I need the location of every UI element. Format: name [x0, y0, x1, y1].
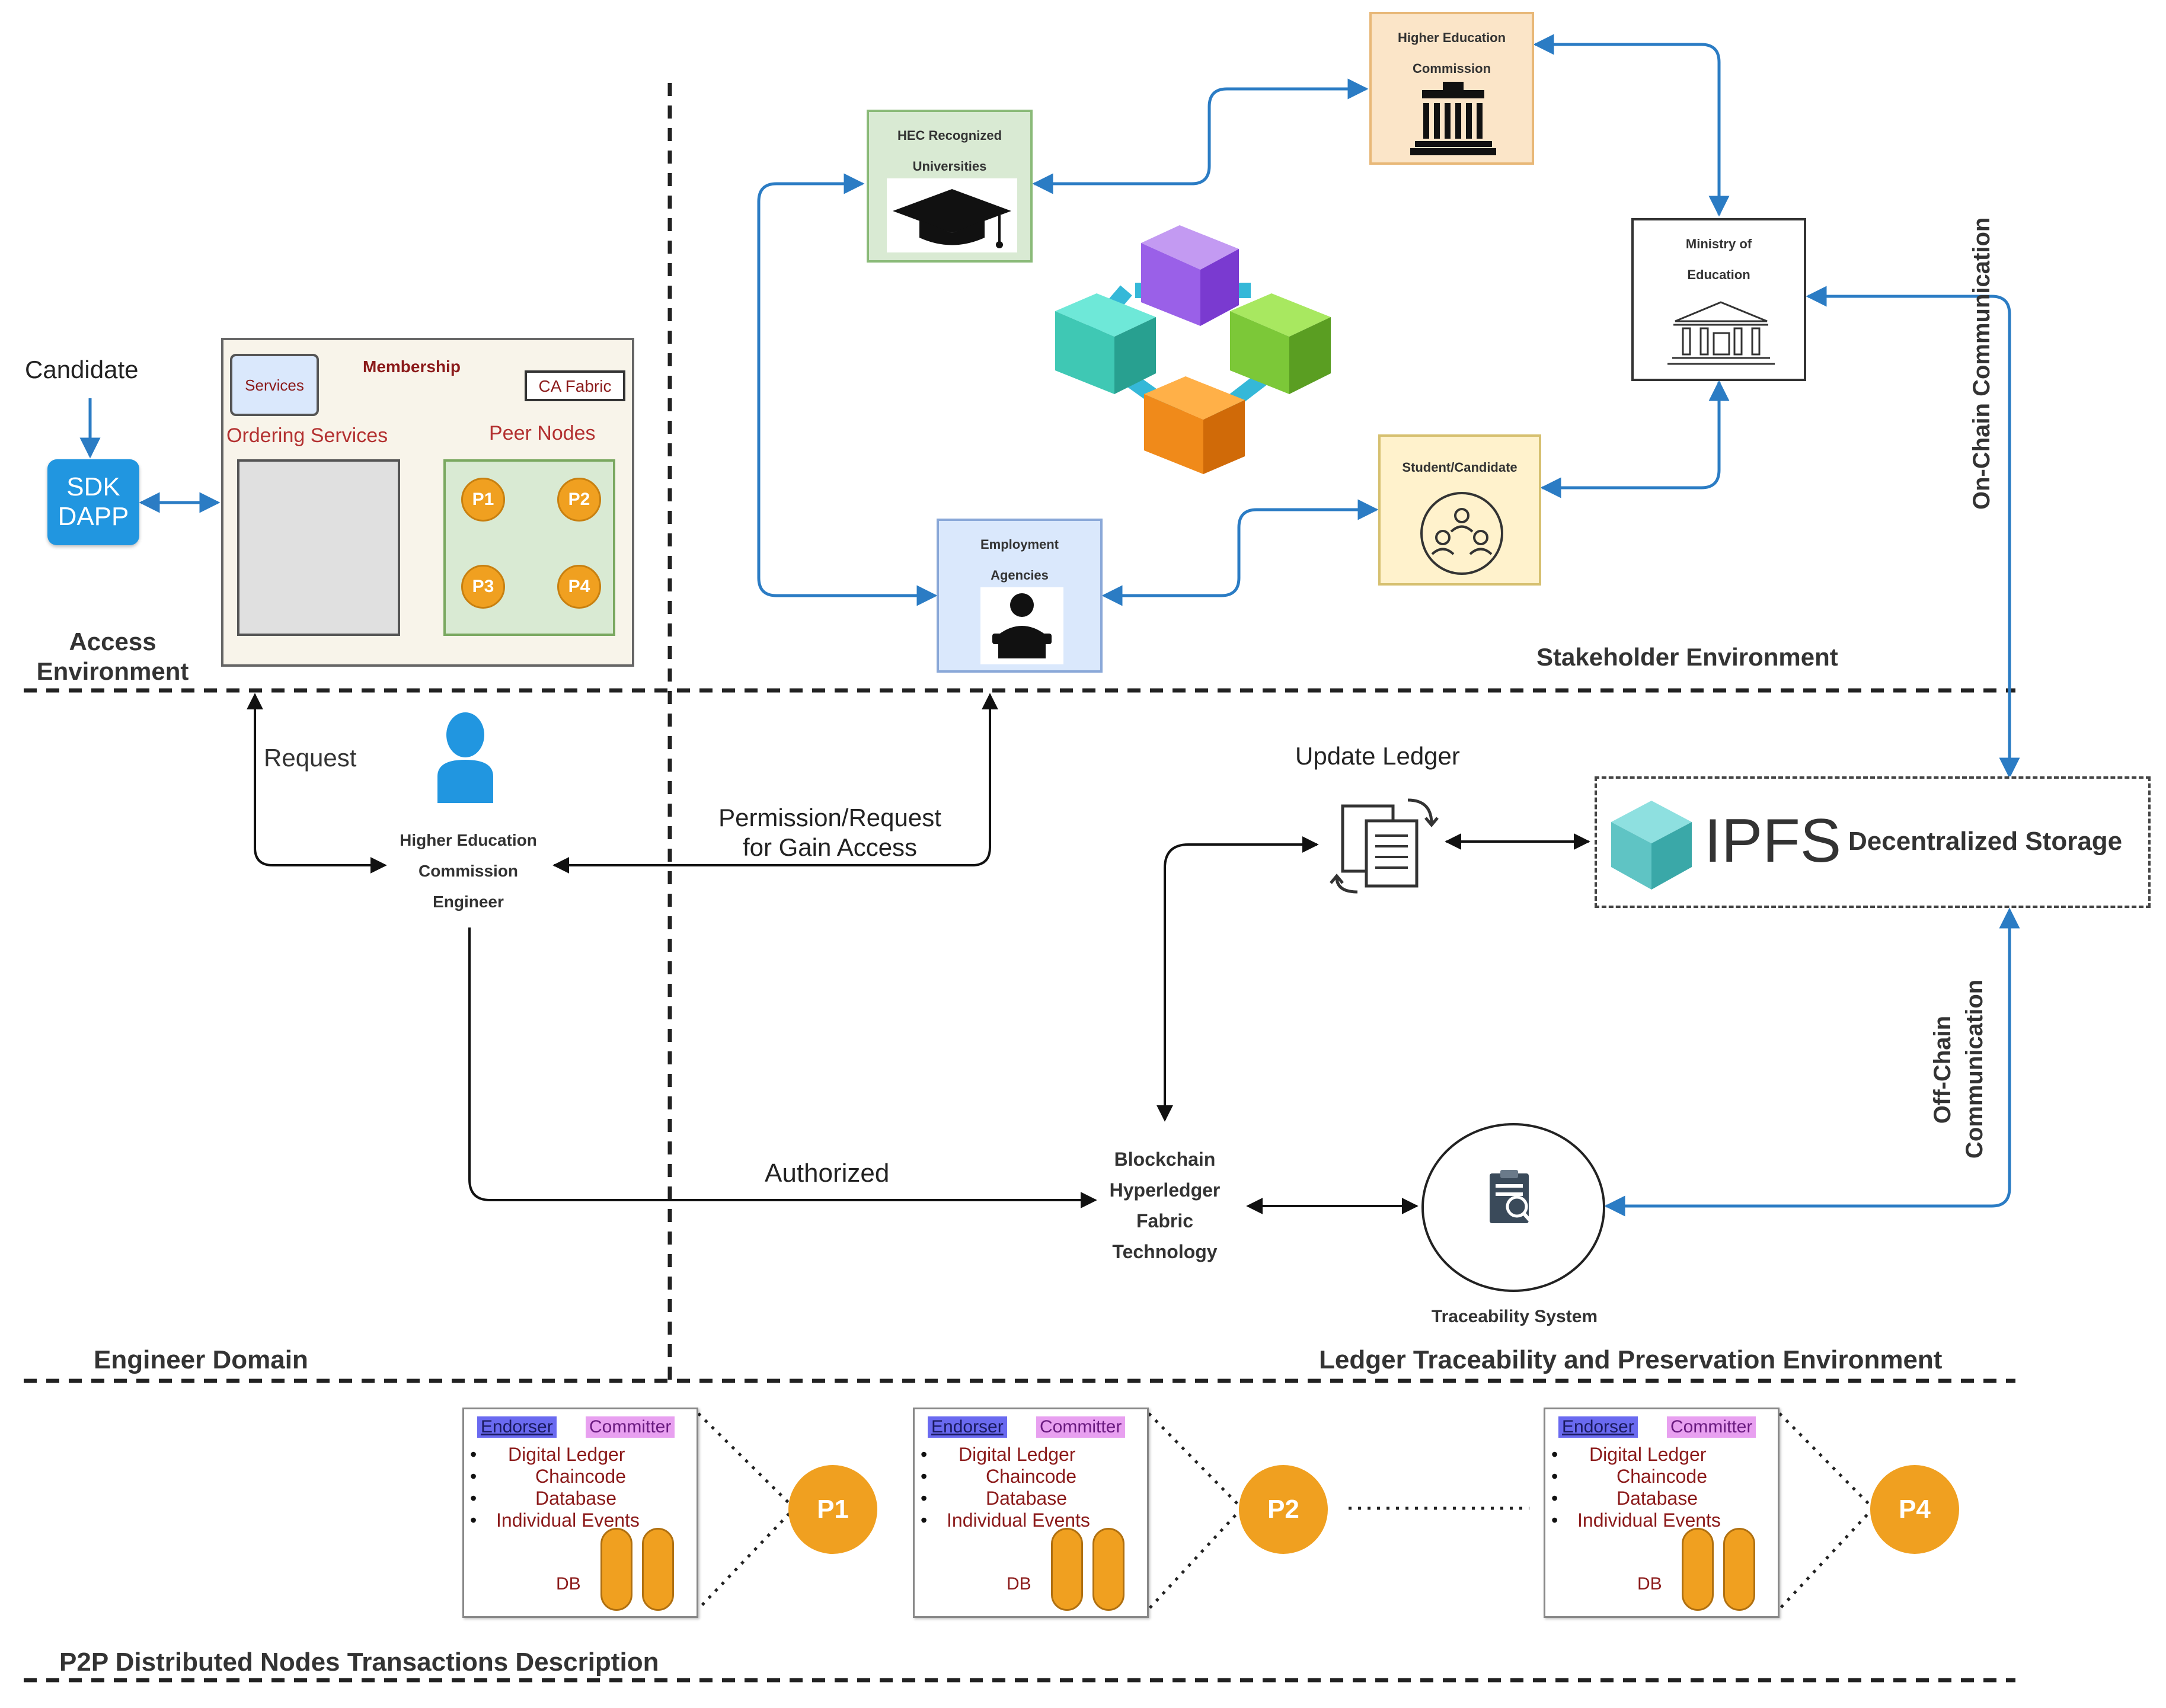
peer-circle-p4[interactable]: P4 — [1870, 1465, 1959, 1554]
permission-label: Permission/Request for Gain Access — [718, 804, 941, 861]
student-label: Student/Candidate — [1402, 460, 1518, 475]
peer-circle-p2[interactable]: P2 — [1239, 1465, 1328, 1554]
item-individual-events: Individual Events — [921, 1509, 1090, 1531]
transaction-items: Digital Ledger Chaincode Database Indivi… — [465, 1444, 640, 1531]
ipfs-label: IPFS — [1704, 807, 1842, 875]
item-digital-ledger: Digital Ledger — [1551, 1444, 1721, 1466]
item-chaincode: Chaincode — [1551, 1466, 1721, 1488]
db-cylinder — [1092, 1528, 1124, 1611]
request-label: Request — [264, 744, 357, 772]
peer-nodes-label: Peer Nodes — [489, 422, 596, 444]
ca-fabric-box[interactable] — [525, 370, 625, 401]
clipboard-search-icon — [1485, 1168, 1538, 1233]
p2p-description-label: P2P Distributed Nodes Transactions Descr… — [59, 1648, 659, 1677]
peer-node-p3[interactable]: P3 — [461, 565, 505, 609]
hec-label: Higher Education Commission — [1397, 30, 1506, 76]
blockchain-cubes-icon — [1055, 225, 1331, 474]
db-cylinder — [1723, 1528, 1755, 1611]
item-individual-events: Individual Events — [1551, 1509, 1721, 1531]
db-cylinder — [1051, 1528, 1083, 1611]
endorser-tag: Endorser — [1558, 1416, 1638, 1438]
employment-box[interactable]: Employment Agencies — [937, 519, 1103, 673]
peer-circle-p1[interactable]: P1 — [788, 1465, 877, 1554]
item-chaincode: Chaincode — [470, 1466, 640, 1488]
item-chaincode: Chaincode — [921, 1466, 1090, 1488]
peer-node-p1[interactable]: P1 — [461, 478, 505, 522]
blockchain-label: Blockchain Hyperledger Fabric Technology — [1109, 1149, 1221, 1262]
ca-fabric-label: CA Fabric — [538, 377, 612, 395]
db-label: DB — [1007, 1574, 1031, 1594]
committer-tag: Committer — [1667, 1416, 1756, 1438]
decentralized-storage-label: Decentralized Storage — [1848, 827, 2123, 856]
committer-tag: Committer — [586, 1416, 675, 1438]
engineer-domain-label: Engineer Domain — [94, 1345, 308, 1374]
bank-building-icon — [1666, 298, 1776, 369]
on-chain-label: On-Chain Communication — [1969, 217, 1995, 510]
person-icon — [433, 711, 498, 803]
membership-label: Membership — [363, 357, 461, 376]
ipfs-cube-icon — [1608, 797, 1695, 892]
update-ledger-label: Update Ledger — [1295, 742, 1460, 770]
off-chain-label: Off-Chain Communication — [1929, 979, 1988, 1159]
stakeholder-environment-label: Stakeholder Environment — [1536, 643, 1838, 671]
transaction-panel-p1: Endorser Committer Digital Ledger Chainc… — [462, 1408, 698, 1618]
universities-box[interactable]: HEC Recognized Universities — [867, 110, 1033, 263]
item-database: Database — [921, 1488, 1090, 1509]
universities-label: HEC Recognized Universities — [897, 128, 1002, 174]
item-database: Database — [1551, 1488, 1721, 1509]
transaction-panel-p4: Endorser Committer Digital Ledger Chainc… — [1544, 1408, 1780, 1618]
endorser-tag: Endorser — [477, 1416, 557, 1438]
student-box[interactable]: Student/Candidate — [1378, 434, 1541, 586]
item-individual-events: Individual Events — [470, 1509, 640, 1531]
item-digital-ledger: Digital Ledger — [470, 1444, 640, 1466]
endorser-tag: Endorser — [928, 1416, 1007, 1438]
access-environment-label: Access Environment — [36, 628, 189, 685]
community-people-icon — [1413, 489, 1511, 578]
item-database: Database — [470, 1488, 640, 1509]
transaction-items: Digital Ledger Chaincode Database Indivi… — [916, 1444, 1090, 1531]
ledger-environment-label: Ledger Traceability and Preservation Env… — [1319, 1345, 1943, 1374]
ordering-services-box[interactable] — [237, 459, 400, 636]
government-building-icon — [1410, 79, 1496, 156]
transaction-items: Digital Ledger Chaincode Database Indivi… — [1547, 1444, 1721, 1531]
peer-node-p4[interactable]: P4 — [557, 565, 601, 609]
db-cylinder — [1682, 1528, 1714, 1611]
services-label: Services — [245, 376, 304, 394]
traceability-label: Traceability System — [1431, 1307, 1598, 1326]
ordering-services-label: Ordering Services — [226, 424, 388, 447]
db-label: DB — [556, 1574, 581, 1594]
ministry-label: Ministry of Education — [1685, 236, 1752, 282]
candidate-label: Candidate — [25, 356, 139, 383]
peer-node-p2[interactable]: P2 — [557, 478, 601, 522]
db-cylinder — [600, 1528, 632, 1611]
services-box[interactable] — [230, 354, 319, 416]
engineer-label: Higher Education Commission Engineer — [400, 831, 537, 911]
db-cylinder — [642, 1528, 674, 1611]
item-digital-ledger: Digital Ledger — [921, 1444, 1090, 1466]
committer-tag: Committer — [1036, 1416, 1126, 1438]
db-label: DB — [1637, 1574, 1662, 1594]
sdk-dapp-box[interactable]: SDK DAPP — [47, 459, 139, 545]
zone-separators — [24, 83, 2015, 1683]
reader-person-icon — [980, 587, 1063, 664]
ministry-box[interactable]: Ministry of Education — [1631, 218, 1806, 381]
hec-box[interactable]: Higher Education Commission — [1369, 12, 1534, 165]
graduation-cap-icon — [887, 178, 1017, 252]
transaction-panel-p2: Endorser Committer Digital Ledger Chainc… — [913, 1408, 1149, 1618]
authorized-label: Authorized — [765, 1159, 890, 1188]
documents-sync-icon[interactable] — [1325, 788, 1443, 895]
employment-label: Employment Agencies — [980, 537, 1059, 583]
